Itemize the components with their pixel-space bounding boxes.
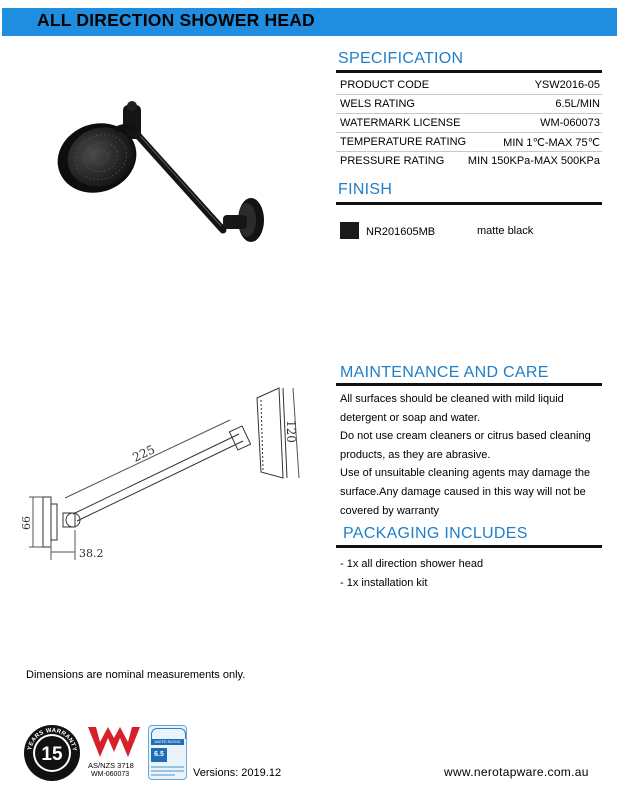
spec-value: 6.5L/MIN xyxy=(555,98,600,110)
warranty-number: 15 xyxy=(41,744,63,765)
website-link[interactable]: www.nerotapware.com.au xyxy=(444,765,589,779)
maintenance-line: products, as they are abrasive. xyxy=(340,448,491,461)
technical-drawing: 225 120 66 38.2 xyxy=(20,387,300,560)
dimension-head: 120 xyxy=(284,420,298,443)
spec-row-wels-rating: WELS RATING 6.5L/MIN xyxy=(340,95,602,114)
spec-row-product-code: PRODUCT CODE YSW2016-05 xyxy=(340,76,602,95)
spec-row-temperature-rating: TEMPERATURE RATING MIN 1℃-MAX 75℃ xyxy=(340,133,602,152)
maintenance-text: All surfaces should be cleaned with mild… xyxy=(340,390,602,520)
spec-value: MIN 1℃-MAX 75℃ xyxy=(503,137,600,149)
dimension-offset: 38.2 xyxy=(79,547,104,560)
maintenance-rule xyxy=(336,383,602,386)
spec-value: WM-060073 xyxy=(540,117,600,129)
watermark-standard: AS/NZS 3718 xyxy=(88,761,134,770)
warranty-badge-icon: YEARS WARRANTY 15 xyxy=(24,725,80,781)
wels-title: WATER RATING xyxy=(151,739,184,745)
specification-title: SPECIFICATION xyxy=(338,50,464,67)
maintenance-line: detergent or soap and water. xyxy=(340,411,481,424)
maintenance-line: All surfaces should be cleaned with mild… xyxy=(340,393,564,405)
dimension-arm: 225 xyxy=(130,442,157,464)
finish-title: FINISH xyxy=(338,181,393,198)
spec-row-watermark-license: WATERMARK LICENSE WM-060073 xyxy=(340,114,602,133)
maintenance-line: Do not use cream cleaners or citrus base… xyxy=(340,430,591,443)
maintenance-line: surface.Any damage caused in this way wi… xyxy=(340,485,586,498)
spec-label: PRESSURE RATING xyxy=(340,155,445,167)
product-photo xyxy=(57,101,264,242)
spec-row-pressure-rating: PRESSURE RATING MIN 150KPa-MAX 500KPa xyxy=(340,152,602,171)
dimensions-note: Dimensions are nominal measurements only… xyxy=(26,669,246,681)
watermark-logo-icon xyxy=(88,727,140,757)
packaging-item: - 1x installation kit xyxy=(340,577,428,589)
spec-value: MIN 150KPa-MAX 500KPa xyxy=(467,155,600,167)
versions: Versions: 2019.12 xyxy=(193,767,282,779)
wels-label: WATER RATING 6.5 xyxy=(148,725,187,780)
finish-code: NR201605MB xyxy=(366,226,436,238)
divider xyxy=(336,113,602,114)
packaging-item: - 1x all direction shower head xyxy=(340,558,484,570)
divider xyxy=(336,132,602,133)
spec-label: WELS RATING xyxy=(340,98,415,110)
wels-stars-arc xyxy=(151,728,186,739)
spec-label: PRODUCT CODE xyxy=(340,79,430,91)
spec-label: WATERMARK LICENSE xyxy=(340,117,461,129)
packaging-title: PACKAGING INCLUDES xyxy=(343,525,528,542)
specification-rule xyxy=(336,70,602,73)
finish-rule xyxy=(336,202,602,205)
packaging-rule xyxy=(336,545,602,548)
divider xyxy=(336,94,602,95)
maintenance-line: Use of unsuitable cleaning agents may da… xyxy=(340,467,591,480)
spec-label: TEMPERATURE RATING xyxy=(340,136,467,148)
finish-swatch xyxy=(340,222,359,239)
finish-name: matte black xyxy=(477,225,534,237)
wels-value: 6.5 xyxy=(151,748,167,762)
maintenance-title: MAINTENANCE AND CARE xyxy=(340,364,549,381)
wels-line xyxy=(151,770,184,772)
maintenance-line: covered by warranty xyxy=(340,504,440,517)
wels-line xyxy=(151,766,184,768)
page-title: ALL DIRECTION SHOWER HEAD xyxy=(37,10,315,30)
header-bar xyxy=(2,8,617,36)
spec-value: YSW2016-05 xyxy=(534,79,600,91)
dimension-flange: 66 xyxy=(20,516,33,530)
wels-line xyxy=(151,774,175,776)
divider xyxy=(336,151,602,152)
watermark-license: WM-060073 xyxy=(91,771,130,778)
